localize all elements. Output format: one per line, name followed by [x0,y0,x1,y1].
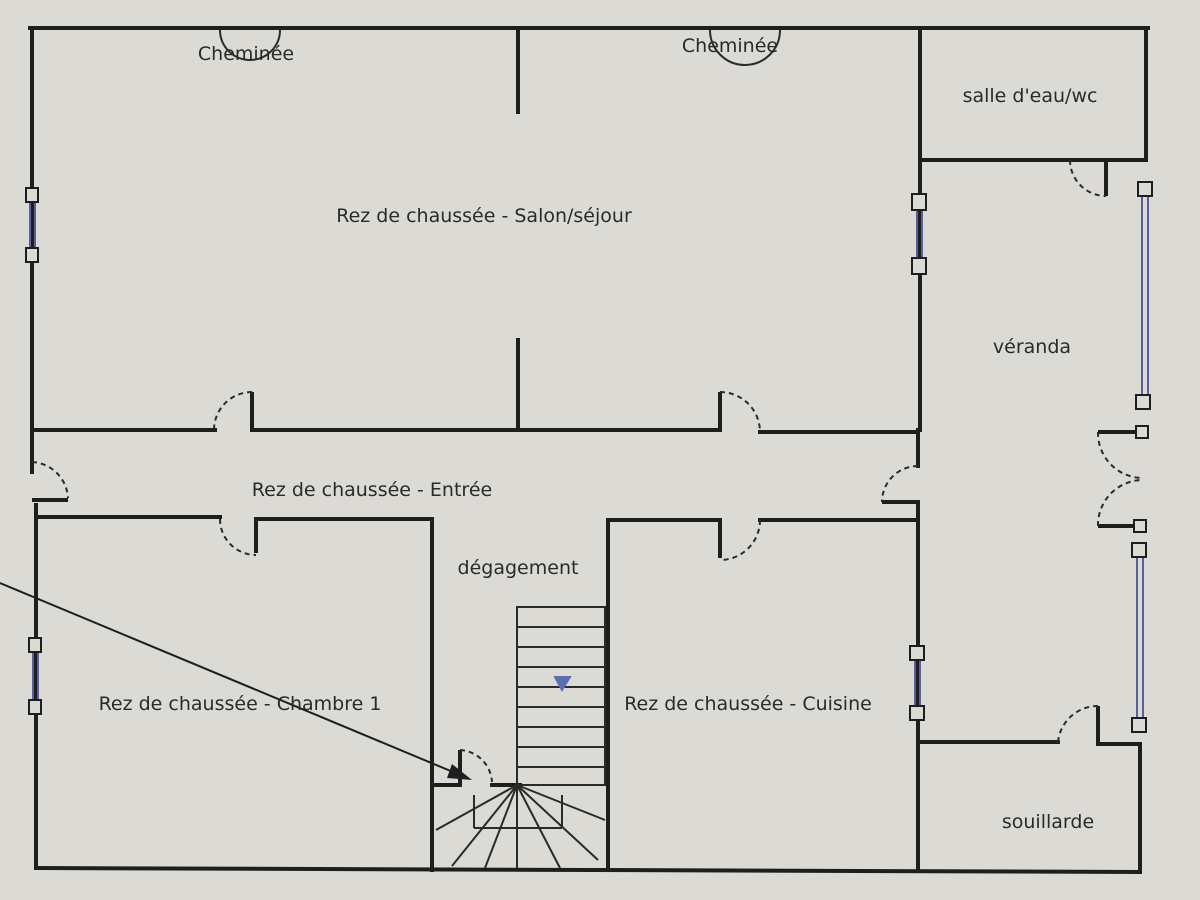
walls [28,26,1150,875]
staircase [435,606,606,869]
window-bedroom-west [28,637,42,715]
door-veranda-outside [1096,425,1149,533]
label-chimney-left: Cheminée [198,43,294,65]
annotation-arrowhead [447,764,472,780]
door-wc [1069,159,1108,197]
stair-treads [517,626,605,768]
window-salon-east [911,193,927,275]
label-scullery: souillarde [1002,811,1094,833]
label-bedroom: Rez de chaussée - Chambre 1 [99,693,382,715]
room-labels: Cheminée Cheminée Rez de chaussée - Salo… [99,35,1098,833]
window-veranda-south [1131,542,1147,733]
door-bedroom [219,518,258,556]
doors [31,29,1149,785]
door-front [31,461,69,502]
label-corridor: dégagement [458,557,579,579]
chimney-right-arc [709,29,781,66]
door-kitchen [718,519,761,561]
window-kitchen-east [909,645,925,721]
label-kitchen: Rez de chaussée - Cuisine [624,693,872,715]
window-veranda-north [1135,181,1153,410]
door-salon-entry-right [718,391,761,433]
door-scullery [1057,704,1100,744]
door-stair-cupboard [458,749,493,785]
label-chimney-right: Cheminée [682,35,778,57]
chimney-left-arc [219,29,281,61]
stair-winders [435,784,606,869]
stair-straight-flight [516,606,606,786]
window-salon-west [25,187,39,263]
label-shower-wc: salle d'eau/wc [963,85,1098,107]
label-veranda: véranda [993,336,1071,358]
windows [25,181,1153,733]
door-entry-veranda [881,465,919,504]
wall-outer-bottom [33,865,1143,875]
label-living-room: Rez de chaussée - Salon/séjour [336,205,632,227]
label-entrance: Rez de chaussée - Entrée [252,479,492,501]
door-salon-entry-left [213,391,254,431]
annotation-arrow [0,582,472,780]
stair-direction-arrow [553,676,572,693]
